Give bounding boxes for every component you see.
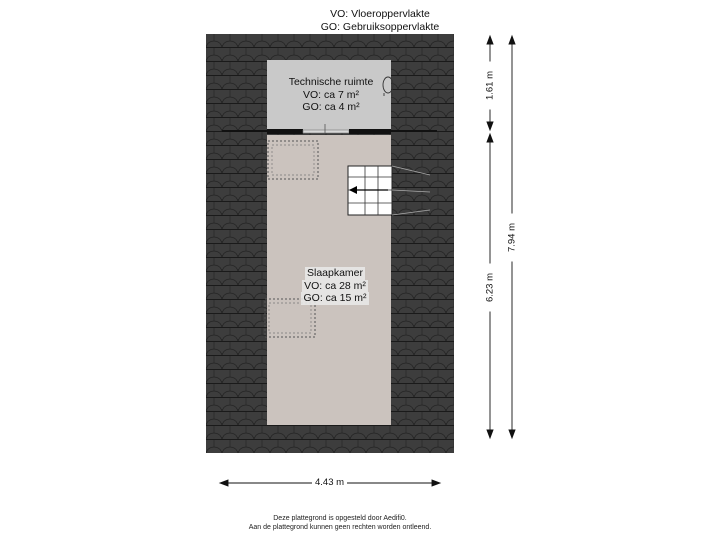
room-go-slaapkamer: GO: ca 15 m² bbox=[301, 292, 369, 305]
label-technische-ruimte: Technische ruimte VO: ca 7 m² GO: ca 4 m… bbox=[276, 76, 386, 114]
legend-vo: VO: Vloeroppervlakte bbox=[330, 8, 430, 20]
dim-total-height-label: 7.94 m bbox=[506, 213, 518, 262]
floor-technische-ruimte bbox=[267, 60, 391, 131]
legend: VO: Vloeroppervlakte GO: Gebruiksoppervl… bbox=[300, 8, 460, 34]
divider-wall bbox=[222, 124, 437, 134]
room-name-slaapkamer: Slaapkamer bbox=[304, 267, 366, 280]
disclaimer-line-2: Aan de plattegrond kunnen geen rechten w… bbox=[248, 524, 432, 531]
room-vo-slaapkamer: VO: ca 28 m² bbox=[302, 279, 368, 292]
legend-go: GO: Gebruiksoppervlakte bbox=[320, 21, 440, 33]
room-go-technische-ruimte: GO: ca 4 m² bbox=[302, 101, 360, 113]
dim-width-label: 4.43 m bbox=[312, 477, 348, 488]
disclaimer: Deze plattegrond is opgesteld door Aedif… bbox=[200, 514, 480, 532]
room-name-technische-ruimte: Technische ruimte bbox=[288, 76, 374, 88]
dim-bottom-section-label: 6.23 m bbox=[484, 263, 496, 312]
boiler-icon bbox=[382, 76, 394, 96]
skylight-top bbox=[267, 140, 319, 180]
skylight-bottom bbox=[264, 298, 316, 338]
room-vo-technische-ruimte: VO: ca 7 m² bbox=[302, 88, 359, 101]
disclaimer-line-1: Deze plattegrond is opgesteld door Aedif… bbox=[273, 515, 407, 522]
staircase bbox=[347, 165, 431, 216]
label-slaapkamer: Slaapkamer VO: ca 28 m² GO: ca 15 m² bbox=[280, 267, 390, 305]
dim-top-section-label: 1.61 m bbox=[484, 61, 496, 110]
